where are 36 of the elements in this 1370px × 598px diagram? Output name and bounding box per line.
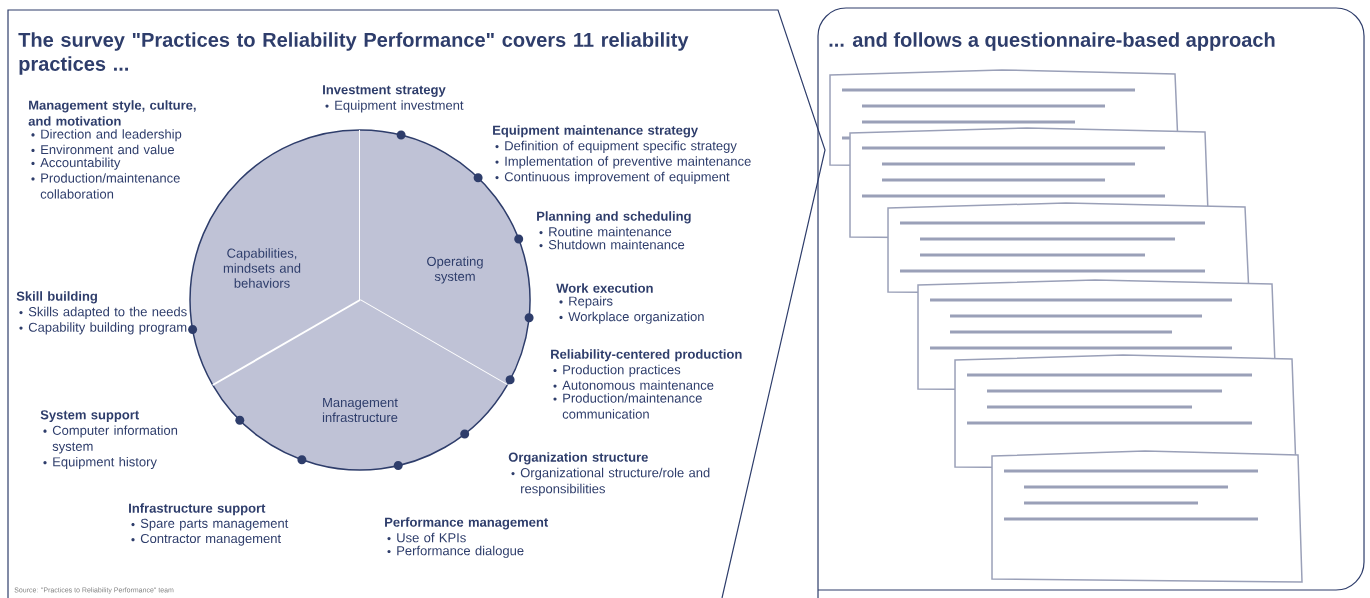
bullet-item: Production/maintenance collaboration <box>31 173 180 199</box>
bullet-item: Spare parts management <box>131 518 289 531</box>
bullet-item: Workplace organization <box>559 311 704 324</box>
practice-heading: Reliability-centered production <box>551 349 742 362</box>
bullet-item: Environment and value <box>31 144 174 155</box>
node-label: Capabilities, mindsets and behaviors <box>223 248 301 288</box>
node-label: Operating system <box>427 256 483 284</box>
bullet-item: Direction and leadership <box>31 129 182 142</box>
bullet-item: Routine maintenance <box>539 226 672 237</box>
bullet-item: Repairs <box>559 296 613 309</box>
bullet-item: Autonomous maintenance <box>553 380 714 390</box>
bullet-item: Equipment history <box>43 456 157 469</box>
bullet-item: Computer information system <box>43 425 178 454</box>
bullet-item: Use of KPIs <box>387 532 466 543</box>
bullet-item: Production/maintenance communication <box>553 393 702 419</box>
practice-heading: Performance management <box>385 517 549 530</box>
practice-heading: Investment strategy <box>323 85 446 97</box>
bullet-item: Capability building program <box>19 322 187 335</box>
practice-heading: Infrastructure support <box>129 503 266 516</box>
pie-sector: Management infrastructure <box>211 299 508 471</box>
practice-heading: Work execution <box>556 283 653 293</box>
bullet-item: Skills adapted to the needs <box>19 306 187 319</box>
node-label: Management infrastructure <box>322 397 398 423</box>
bullet-item: Contractor management <box>131 533 281 546</box>
pie-sector: Capabilities, mindsets and behaviors <box>189 129 361 386</box>
practice-heading: Management style, culture, and motivation <box>28 100 196 126</box>
bullet-item: Organizational structure/role and responsibilities <box>511 467 710 496</box>
bullet-item: Performance dialogue <box>387 545 524 558</box>
bullet-item: Shutdown maintenance <box>539 239 685 250</box>
bullet-item: Equipment investment <box>325 100 464 113</box>
bullet-item: Production practices <box>553 364 681 377</box>
practice-heading: Skill building <box>16 291 97 304</box>
practice-heading: System support <box>40 410 139 422</box>
bullet-item: Accountability <box>31 157 121 170</box>
title: The survey "Practices to Reliability Performance" covers 11 reliability practices ... <box>18 32 689 75</box>
panel-title: ... and follows a questionnaire-based approach <box>829 32 1275 51</box>
